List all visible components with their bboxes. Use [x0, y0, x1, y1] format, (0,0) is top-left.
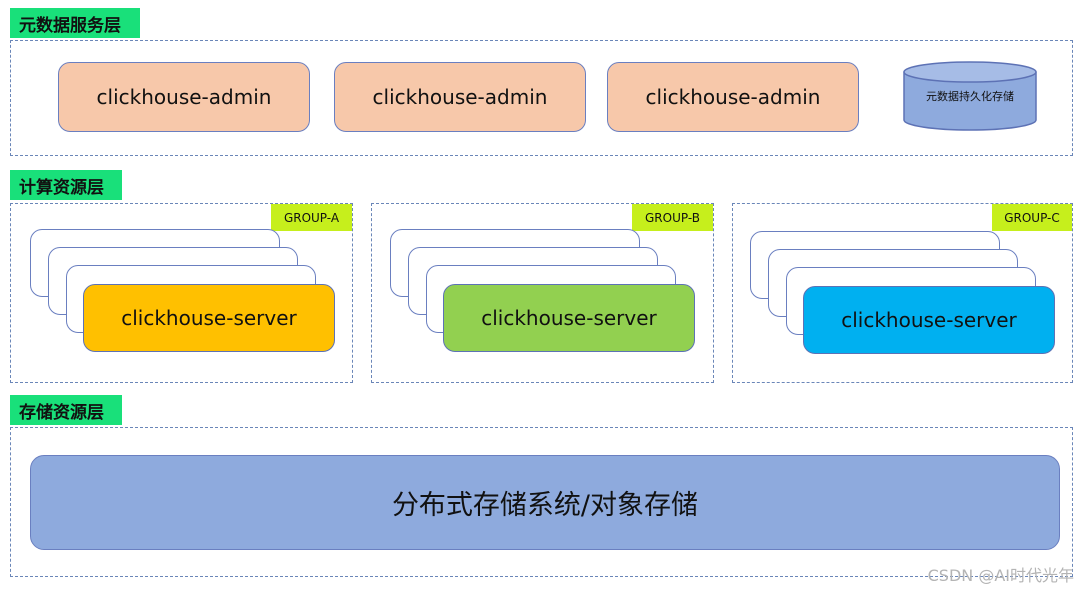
storage-layer-frame	[10, 427, 1073, 577]
group-a-frame	[10, 203, 353, 383]
group-c-server: clickhouse-server	[803, 286, 1055, 354]
metadata-persistence-label: 元数据持久化存储	[926, 90, 1014, 103]
admin-node-3: clickhouse-admin	[607, 62, 859, 132]
admin-node-2: clickhouse-admin	[334, 62, 586, 132]
storage-layer-label: 存储资源层	[10, 395, 122, 425]
group-c-tag: GROUP-C	[992, 204, 1072, 231]
metadata-layer-frame	[10, 40, 1073, 156]
group-b-server: clickhouse-server	[443, 284, 695, 352]
compute-layer-label: 计算资源层	[10, 170, 122, 200]
metadata-persistence-cylinder: 元数据持久化存储	[902, 60, 1038, 132]
group-c-frame	[732, 203, 1073, 383]
metadata-layer-label: 元数据服务层	[10, 8, 140, 38]
watermark: CSDN @AI时代光年	[927, 566, 1074, 585]
group-b-tag: GROUP-B	[632, 204, 713, 231]
group-a-tag: GROUP-A	[271, 204, 352, 231]
admin-node-1: clickhouse-admin	[58, 62, 310, 132]
group-a-server: clickhouse-server	[83, 284, 335, 352]
distributed-storage-box: 分布式存储系统/对象存储	[30, 455, 1060, 550]
group-b-frame	[371, 203, 714, 383]
